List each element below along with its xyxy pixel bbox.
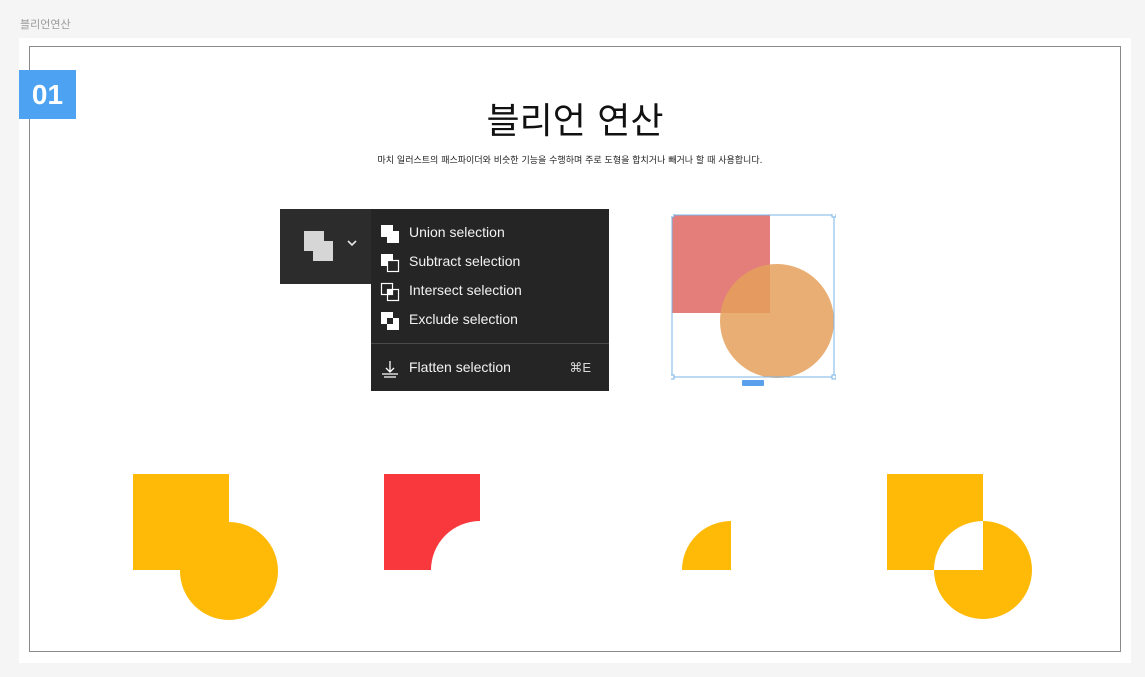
exclude-icon: [381, 312, 399, 330]
menu-item-union-selection[interactable]: Union selection: [371, 219, 609, 248]
intersect-icon: [380, 282, 400, 302]
shortcut-label: ⌘E: [569, 360, 591, 375]
selection-preview[interactable]: [669, 212, 837, 386]
menu-item-intersect-selection[interactable]: Intersect selection: [371, 277, 609, 306]
exclude-example: [887, 474, 1032, 619]
preview-circle: [720, 264, 834, 378]
chevron-down-icon[interactable]: [346, 237, 358, 252]
slide-number-badge: 01: [19, 70, 76, 119]
slide-subtitle: 마치 일러스트의 패스파이더와 비슷한 기능을 수행하며 주로 도형을 합치거나…: [377, 156, 763, 166]
subtract-example: [384, 474, 480, 570]
intersect-example: [682, 521, 731, 570]
boolean-examples: [133, 474, 1032, 620]
flatten-icon: [382, 361, 398, 378]
menu-item-label: Intersect selection: [409, 282, 522, 298]
subtract-icon: [381, 254, 400, 273]
menu-item-flatten-selection[interactable]: Flatten selection ⌘E: [371, 354, 609, 383]
menu-divider: [371, 343, 609, 344]
boolean-operations-menu: Union selection Subtract selection Inter…: [371, 209, 609, 391]
menu-item-label: Subtract selection: [409, 253, 521, 269]
frame-label[interactable]: 블리언연산: [20, 18, 71, 31]
selection-box: [671, 214, 835, 378]
slide-title: 블리언 연산: [486, 101, 664, 142]
menu-item-label: Exclude selection: [409, 311, 518, 327]
menu-item-label: Flatten selection: [409, 359, 511, 375]
menu-item-label: Union selection: [409, 224, 505, 240]
slide-border: [29, 46, 1121, 652]
size-label: [742, 380, 764, 386]
slide-frame: 01 블리언 연산 마치 일러스트의 패스파이더와 비슷한 기능을 수행하며 주…: [19, 38, 1131, 663]
menu-item-subtract-selection[interactable]: Subtract selection: [371, 248, 609, 277]
boolean-groups-button[interactable]: [280, 209, 372, 284]
menu-item-exclude-selection[interactable]: Exclude selection: [371, 306, 609, 335]
union-icon: [381, 225, 399, 243]
union-example: [133, 474, 278, 620]
